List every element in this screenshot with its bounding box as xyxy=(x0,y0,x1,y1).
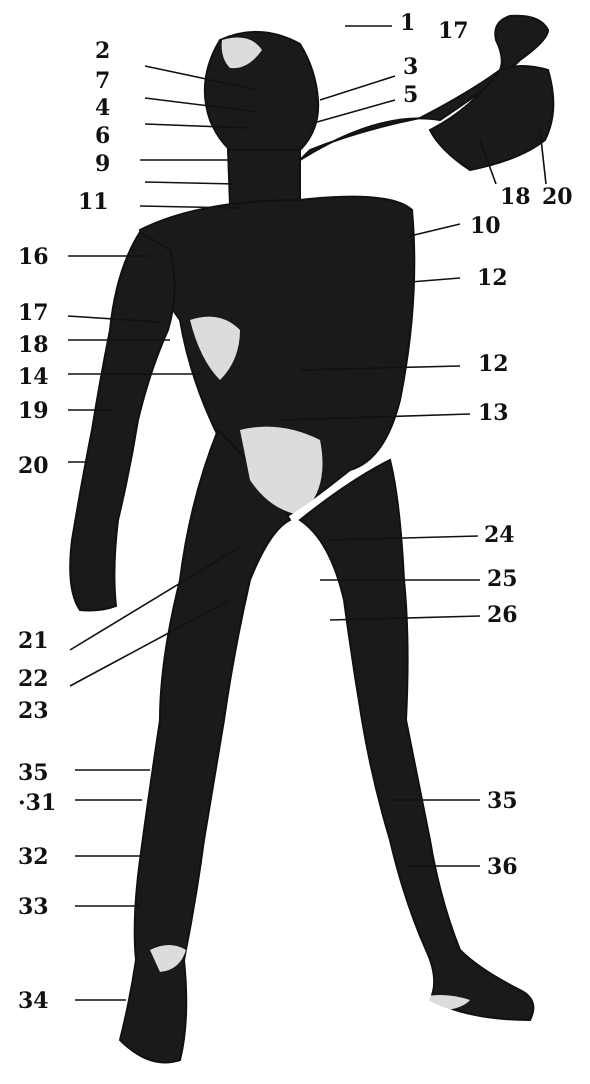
label-6: 6 xyxy=(95,125,110,147)
label-31: ·31 xyxy=(18,792,56,814)
lowered-arm xyxy=(70,232,174,611)
label-18-left: 18 xyxy=(18,334,49,356)
label-21: 21 xyxy=(18,630,49,652)
label-1: 1 xyxy=(400,12,415,34)
label-11: 11 xyxy=(78,191,109,213)
label-33: 33 xyxy=(18,896,49,918)
label-25: 25 xyxy=(487,568,518,590)
label-4: 4 xyxy=(95,97,110,119)
label-9: 9 xyxy=(95,153,110,175)
label-17-left: 17 xyxy=(18,302,49,324)
label-36: 36 xyxy=(487,856,518,878)
label-12-upper: 12 xyxy=(477,267,508,289)
label-20-left: 20 xyxy=(18,455,49,477)
label-26: 26 xyxy=(487,604,518,626)
label-14: 14 xyxy=(18,366,49,388)
label-32: 32 xyxy=(18,846,49,868)
label-12-lower: 12 xyxy=(478,353,509,375)
label-2: 2 xyxy=(95,40,110,62)
label-5: 5 xyxy=(403,84,418,106)
label-19: 19 xyxy=(18,400,49,422)
label-35-right: 35 xyxy=(487,790,518,812)
body-silhouette xyxy=(70,16,553,1063)
head xyxy=(205,32,318,165)
label-34: 34 xyxy=(18,990,49,1012)
label-22: 22 xyxy=(18,668,49,690)
label-24: 24 xyxy=(484,524,515,546)
label-35-left: 35 xyxy=(18,762,49,784)
label-18-arm: 18 xyxy=(500,186,531,208)
label-17-top: 17 xyxy=(438,20,469,42)
label-16: 16 xyxy=(18,246,49,268)
label-7: 7 xyxy=(95,70,110,92)
label-23: 23 xyxy=(18,700,49,722)
right-leg xyxy=(120,430,290,1063)
label-3: 3 xyxy=(403,56,418,78)
leader-lines xyxy=(68,26,546,1000)
neck xyxy=(228,150,300,205)
label-13: 13 xyxy=(478,402,509,424)
label-20-arm: 20 xyxy=(542,186,573,208)
raised-forearm xyxy=(430,66,553,170)
label-10: 10 xyxy=(470,215,501,237)
